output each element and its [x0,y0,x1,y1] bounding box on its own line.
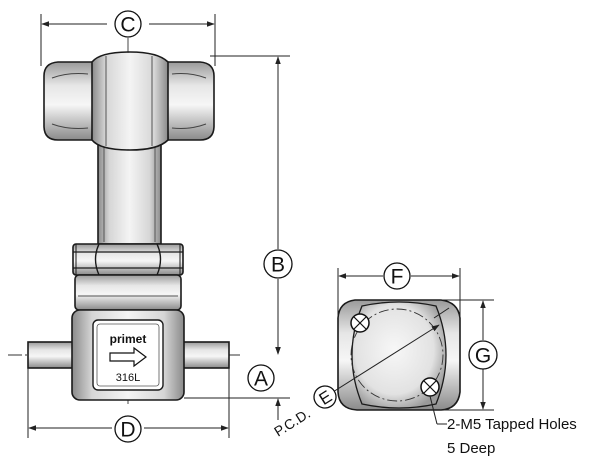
bonnet [74,274,182,311]
dimension-g-label: G [475,345,491,368]
valve-bottom-view: F G P.C.D. E 2- [271,262,577,457]
dimension-f: F [337,262,461,318]
valve-front-view: primet 316L C D [8,10,293,443]
dimension-d: D [27,368,230,443]
right-port-tube [181,341,230,369]
handle-knob [43,51,215,151]
dimension-d-label: D [120,419,135,442]
brand-marking: primet [110,332,147,346]
flow-direction-arrow [109,346,147,368]
left-port-tube [27,341,76,369]
tapped-hole-2 [420,377,440,397]
tapped-holes-depth: 5 Deep [447,440,495,457]
dimension-c-label: C [120,14,135,37]
dimension-a: A [184,334,290,420]
valve-body-block: primet 316L [71,309,185,401]
pcd-text: P.C.D. [271,405,313,439]
tapped-holes-note: 2-M5 Tapped Holes 5 Deep [429,395,577,457]
hex-nut [72,243,184,276]
dimension-c: C [40,10,216,66]
dimension-b: B [210,55,293,355]
pcd-circle [350,308,444,402]
dimension-f-label: F [391,266,404,289]
tapped-hole-1 [350,313,370,333]
dimension-a-label: A [254,368,268,391]
dimension-b-label: B [271,254,285,277]
tapped-holes-spec: 2-M5 Tapped Holes [447,416,577,433]
material-marking: 316L [116,372,140,384]
dimension-g: G [440,299,498,411]
